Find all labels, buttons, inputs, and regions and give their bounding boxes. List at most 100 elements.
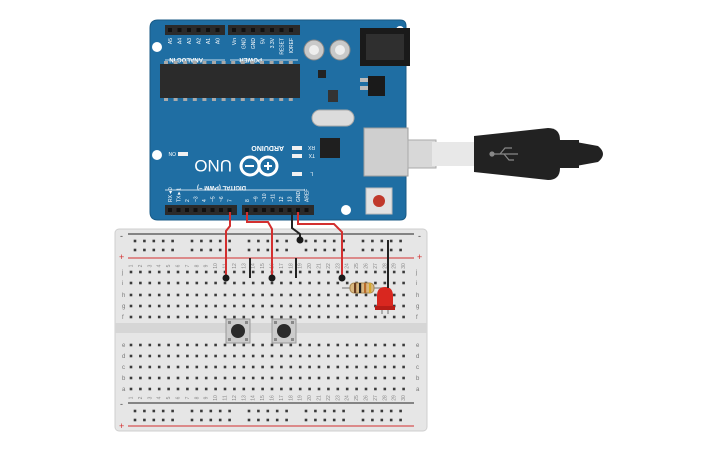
usb-port[interactable] [363,127,409,177]
digital-header-high[interactable] [242,205,314,215]
row-letter: h [122,293,125,299]
power-pin-label: RESET [280,38,286,55]
column-number: 5 [166,396,172,399]
header-pin[interactable] [168,28,172,32]
column-number: 12 [232,395,238,401]
pushbutton[interactable] [271,318,297,344]
header-pin[interactable] [279,28,284,32]
header-pin[interactable] [270,208,275,212]
header-pin[interactable] [262,208,266,212]
row-letter: a [416,387,420,393]
usb-plug-metal [407,139,437,169]
header-pin[interactable] [210,208,215,212]
mounting-hole [152,150,162,160]
header-pin[interactable] [296,208,300,212]
wire-pin8[interactable] [246,212,273,278]
header-pin[interactable] [260,28,265,32]
column-number: 8 [194,264,200,267]
row-letter: f [122,315,124,321]
resistor[interactable] [342,282,385,294]
crystal-oscillator [311,109,355,127]
column-number: 25 [354,263,360,269]
usb-cable[interactable] [407,128,603,180]
header-pin[interactable] [241,28,246,32]
power-header-label: POWER [239,56,262,62]
breadboard-holes[interactable] [129,239,405,422]
analog-pin-label: A3 [187,38,193,44]
digital-pin-label: 7 [228,199,234,202]
rx-label: RX [307,144,315,150]
wires[interactable] [222,212,389,288]
header-pin[interactable] [253,208,258,212]
column-number: 10 [213,263,219,269]
header-pin[interactable] [245,208,249,212]
header-pin[interactable] [206,28,210,32]
header-pin[interactable] [270,28,274,32]
column-number: 24 [345,395,351,401]
digital-pin-label: 2 [185,199,191,202]
header-pin[interactable] [287,208,292,212]
header-pin[interactable] [215,28,220,32]
digital-pin-label: AREF [305,189,311,202]
column-number: 26 [364,395,370,401]
header-pin[interactable] [177,28,182,32]
row-letter: j [121,270,123,276]
header-pin[interactable] [289,28,293,32]
column-number: 28 [382,395,388,401]
digital-pin-label: ~11 [271,194,277,202]
header-pin[interactable] [196,28,201,32]
header-pin[interactable] [232,28,236,32]
row-letter: c [416,365,419,371]
column-number: 2 [138,264,144,267]
bottom-rail-minus-label: - [120,399,123,409]
reset-button[interactable] [365,187,393,215]
column-number: 27 [373,395,379,401]
header-pin[interactable] [168,208,172,212]
row-letter: e [416,343,420,349]
header-pin[interactable] [251,28,255,32]
power-pin-label: 3.3V [270,37,276,48]
header-pin[interactable] [227,208,232,212]
analog-header[interactable] [165,25,225,35]
wire-end [222,274,230,282]
header-pin[interactable] [185,208,189,212]
header-pin[interactable] [279,208,283,212]
digital-header-low[interactable] [165,205,237,215]
column-number: 1 [129,264,135,267]
digital-pin-label: 12 [279,196,285,202]
uno-model-text: UNO [194,156,232,175]
column-number: 6 [176,264,182,267]
pushbutton[interactable] [225,318,251,344]
column-number: 22 [326,263,332,269]
header-pin[interactable] [219,208,223,212]
digital-pin-label: ~9 [254,196,260,202]
column-number: 25 [354,395,360,401]
digital-pin-label: RX◄0 [168,187,174,202]
tx-led [292,154,302,158]
top-rail-minus-label-right: - [418,231,421,241]
column-number: 29 [392,395,398,401]
column-number: 21 [317,263,323,269]
wire-pin13[interactable] [297,212,343,278]
header-pin[interactable] [193,208,198,212]
column-number: 18 [288,395,294,401]
dc-power-jack[interactable] [360,28,410,66]
arduino-infinity-icon [239,155,279,177]
header-pin[interactable] [187,28,191,32]
mounting-hole [341,205,351,215]
row-letter: b [122,376,126,382]
column-number: 11 [223,395,229,400]
wire-pin7[interactable] [225,212,231,278]
header-pin[interactable] [304,208,309,212]
header-pin[interactable] [202,208,206,212]
ic-small [320,138,340,158]
digital-pin-label: GND [296,191,302,203]
column-number: 20 [307,263,313,269]
led[interactable] [375,287,395,314]
row-letter: i [122,281,123,287]
header-pin[interactable] [176,208,181,212]
